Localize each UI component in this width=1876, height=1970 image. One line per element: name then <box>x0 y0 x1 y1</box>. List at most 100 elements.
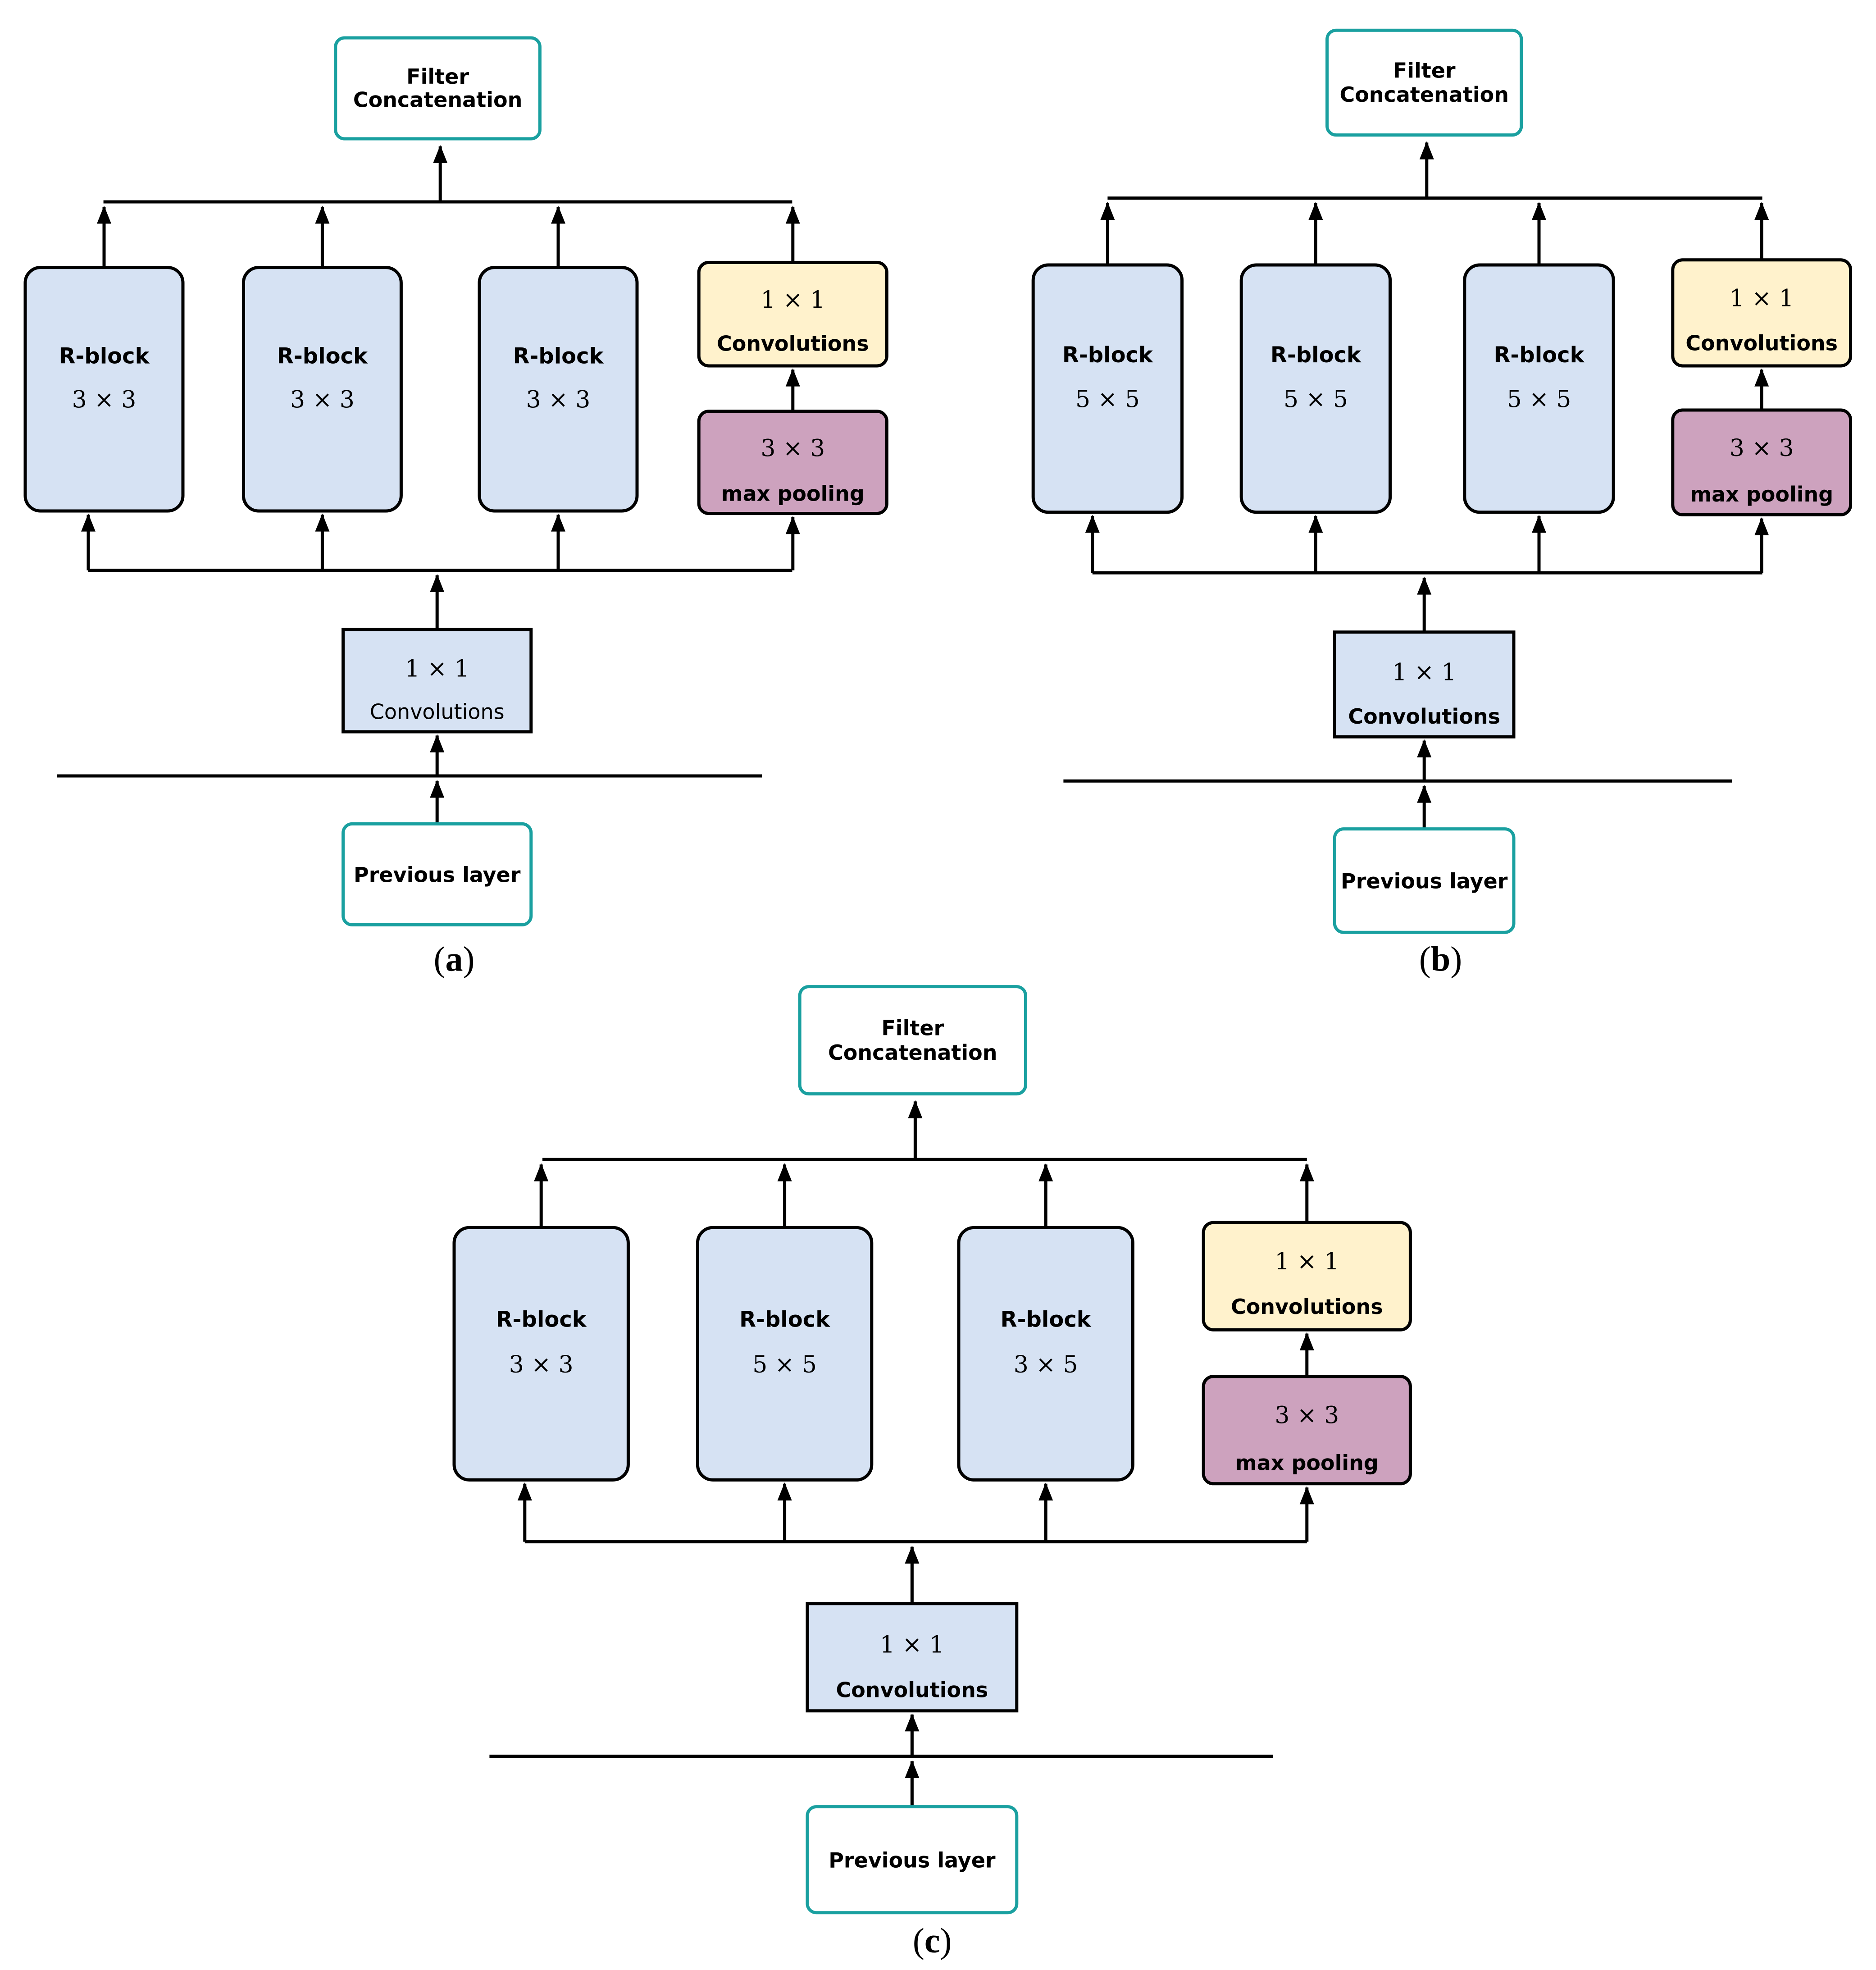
r-block-in-arrow-head <box>1532 515 1546 533</box>
r-block-out-arrow-head <box>315 205 330 224</box>
r-block-title: R-block <box>1494 342 1585 368</box>
r-block-title: R-block <box>1270 342 1361 368</box>
r-block-out-arrow-head <box>1038 1163 1053 1181</box>
conv-branch-size: 1 × 1 <box>1275 1248 1339 1275</box>
pool-to-conv-arrow-head <box>785 368 800 387</box>
concatenation-label: Concatenation <box>353 88 523 112</box>
conv-branch-label: Convolutions <box>1685 331 1838 355</box>
conv-branch-out-arrow-head <box>1299 1163 1314 1181</box>
r-block-out-arrow-head <box>1100 202 1115 220</box>
r-block-title: R-block <box>59 344 150 369</box>
stem-out-arrow-head <box>905 1546 920 1564</box>
r-block-title: R-block <box>1062 342 1153 368</box>
conv-branch-out-arrow-head <box>785 205 800 224</box>
stem-out-arrow-head <box>430 574 445 592</box>
r-block-title: R-block <box>496 1307 587 1332</box>
previous-layer-box <box>342 822 533 926</box>
r-block-size: 5 × 5 <box>1075 386 1140 413</box>
r-block-out-arrow-head <box>777 1163 792 1181</box>
panel-caption: (b) <box>1419 939 1462 978</box>
pool-label: max pooling <box>1690 482 1833 506</box>
r-block-title: R-block <box>739 1307 830 1332</box>
r-block-size: 5 × 5 <box>752 1351 817 1378</box>
stem-label: Convolutions <box>1348 704 1500 729</box>
previous-layer-box <box>806 1805 1019 1915</box>
r-block-title: R-block <box>513 344 604 369</box>
r-block-out-arrow-head <box>551 205 565 224</box>
caption-letter: b <box>1431 939 1450 978</box>
concat-arrow-head <box>433 145 448 163</box>
r-block-out-arrow-head <box>534 1163 549 1181</box>
stem-label: Convolutions <box>370 700 505 724</box>
input-upper-arrow-head <box>430 734 445 752</box>
input-lower-arrow-head <box>905 1760 920 1778</box>
pool-size: 3 × 3 <box>1275 1402 1339 1429</box>
pool-in-arrow-head <box>1754 517 1769 535</box>
caption-close-paren: ) <box>1450 939 1462 978</box>
pool-in-arrow-head <box>785 516 800 534</box>
filter-label: Filter <box>1393 59 1456 83</box>
r-block-in-arrow-head <box>551 513 565 532</box>
concat-arrow-head <box>908 1100 923 1118</box>
previous-layer-label: Previous layer <box>829 1848 996 1872</box>
conv-branch-size: 1 × 1 <box>760 287 825 314</box>
stem-label: Convolutions <box>836 1678 988 1702</box>
caption-letter: c <box>924 1921 940 1960</box>
r-block-out-arrow-head <box>1308 202 1323 220</box>
stem-size: 1 × 1 <box>405 655 469 682</box>
r-block-size: 5 × 5 <box>1284 386 1348 413</box>
stem-size: 1 × 1 <box>1392 659 1457 686</box>
caption-open-paren: ( <box>434 939 446 978</box>
pool-label: max pooling <box>1235 1450 1379 1475</box>
caption-open-paren: ( <box>1419 939 1431 978</box>
r-block-title: R-block <box>1001 1307 1092 1332</box>
r-block-size: 3 × 3 <box>290 386 355 413</box>
r-block-in-arrow-head <box>1308 515 1323 533</box>
input-lower-arrow-head <box>430 780 445 798</box>
input-upper-arrow-head <box>1417 739 1432 757</box>
pool-to-conv-arrow-head <box>1299 1332 1314 1350</box>
conv-branch-label: Convolutions <box>1231 1295 1383 1319</box>
stem-conv-box <box>1333 630 1516 739</box>
r-block-in-arrow-head <box>81 513 96 532</box>
r-block-in-arrow-head <box>777 1482 792 1500</box>
previous-layer-box <box>1333 827 1516 934</box>
caption-close-paren: ) <box>463 939 475 978</box>
r-block-out-arrow-head <box>97 205 111 224</box>
r-block-title: R-block <box>277 344 368 369</box>
r-block-size: 5 × 5 <box>1507 386 1571 413</box>
conv-branch-size: 1 × 1 <box>1730 285 1794 312</box>
r-block-in-arrow-head <box>517 1482 532 1500</box>
filter-concatenation-box <box>798 985 1027 1096</box>
conv-branch-out-arrow-head <box>1754 202 1769 220</box>
r-block-in-arrow-head <box>315 513 330 532</box>
concatenation-label: Concatenation <box>1339 82 1509 107</box>
r-block-size: 3 × 3 <box>72 386 137 413</box>
concatenation-label: Concatenation <box>828 1040 997 1065</box>
stem-conv-box <box>342 628 533 734</box>
caption-close-paren: ) <box>940 1921 952 1960</box>
panel-caption: (c) <box>913 1921 952 1960</box>
stem-out-arrow-head <box>1417 576 1432 595</box>
stem-size: 1 × 1 <box>880 1632 944 1659</box>
caption-letter: a <box>446 939 463 978</box>
input-upper-arrow-head <box>905 1713 920 1732</box>
filter-label: Filter <box>881 1016 944 1040</box>
r-block-size: 3 × 5 <box>1014 1351 1078 1378</box>
pool-label: max pooling <box>721 481 865 506</box>
filter-concatenation-box <box>334 36 542 141</box>
concat-arrow-head <box>1419 141 1434 160</box>
pool-size: 3 × 3 <box>760 435 825 462</box>
pool-size: 3 × 3 <box>1730 435 1794 462</box>
previous-layer-label: Previous layer <box>354 862 521 887</box>
filter-concatenation-box <box>1325 28 1523 137</box>
caption-open-paren: ( <box>913 1921 924 1960</box>
filter-label: Filter <box>406 64 469 89</box>
input-lower-arrow-head <box>1417 784 1432 803</box>
panel-caption: (a) <box>434 939 475 978</box>
previous-layer-label: Previous layer <box>1341 869 1508 893</box>
